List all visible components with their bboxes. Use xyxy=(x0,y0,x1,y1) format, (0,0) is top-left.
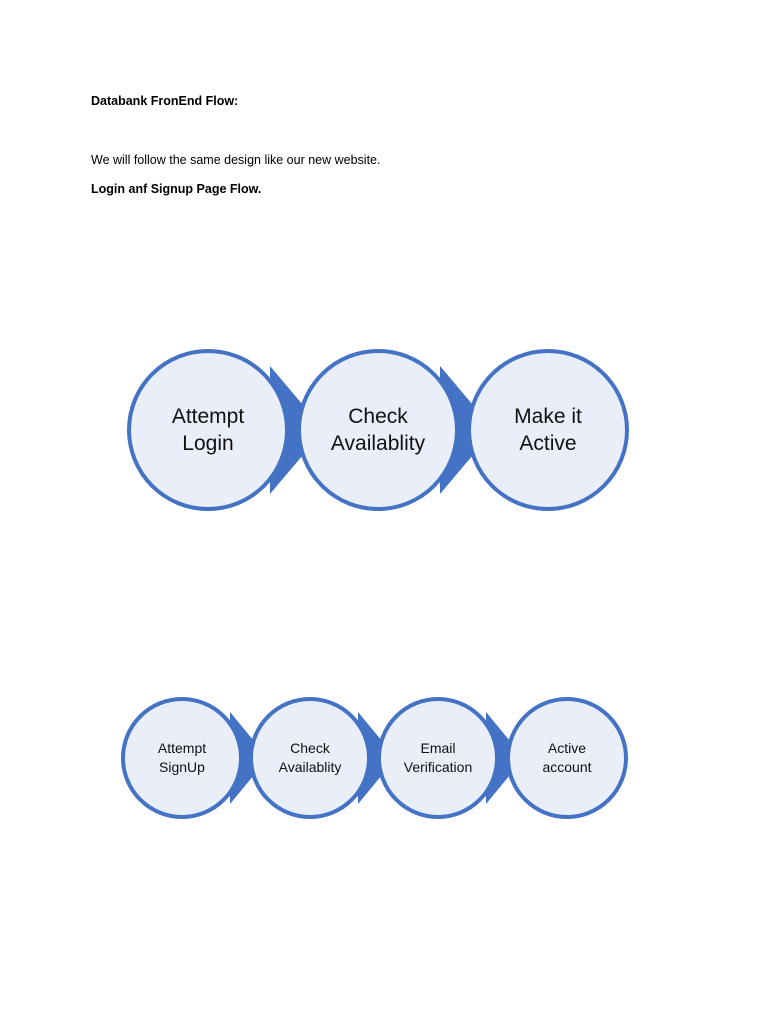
login-flow-step-3-label: Make it Active xyxy=(514,405,582,455)
signup-flow-step-1-label: Attempt SignUp xyxy=(157,740,207,775)
signup-flow-step-2-circle xyxy=(249,697,371,819)
signup-flow-step-3-label: Email Verification xyxy=(403,740,473,775)
signup-flow-arrow-3 xyxy=(486,712,524,804)
document-intro: We will follow the same design like our … xyxy=(91,153,381,167)
signup-flow-step-4-circle xyxy=(506,697,628,819)
signup-flow-step-1-circle xyxy=(121,697,243,819)
signup-flow-step-2-label: Check Availablity xyxy=(278,740,342,775)
signup-flow-step-4-label: Active account xyxy=(542,740,592,775)
login-flow-step-1-circle xyxy=(127,349,289,511)
login-flow-step-1-label: Attempt Login xyxy=(171,405,245,455)
document-subtitle: Login anf Signup Page Flow. xyxy=(91,182,262,196)
login-flow-step-2-circle xyxy=(297,349,459,511)
login-flow-step-2-label: Check Availablity xyxy=(330,405,426,455)
signup-flow-arrow-2 xyxy=(358,712,396,804)
document-title: Databank FronEnd Flow: xyxy=(91,94,239,108)
login-flow-step-3-circle xyxy=(467,349,629,511)
login-flow-arrow-2 xyxy=(440,366,494,494)
signup-flow-step-3-circle xyxy=(377,697,499,819)
signup-flow-arrow-1 xyxy=(230,712,268,804)
login-flow-arrow-1 xyxy=(270,366,324,494)
